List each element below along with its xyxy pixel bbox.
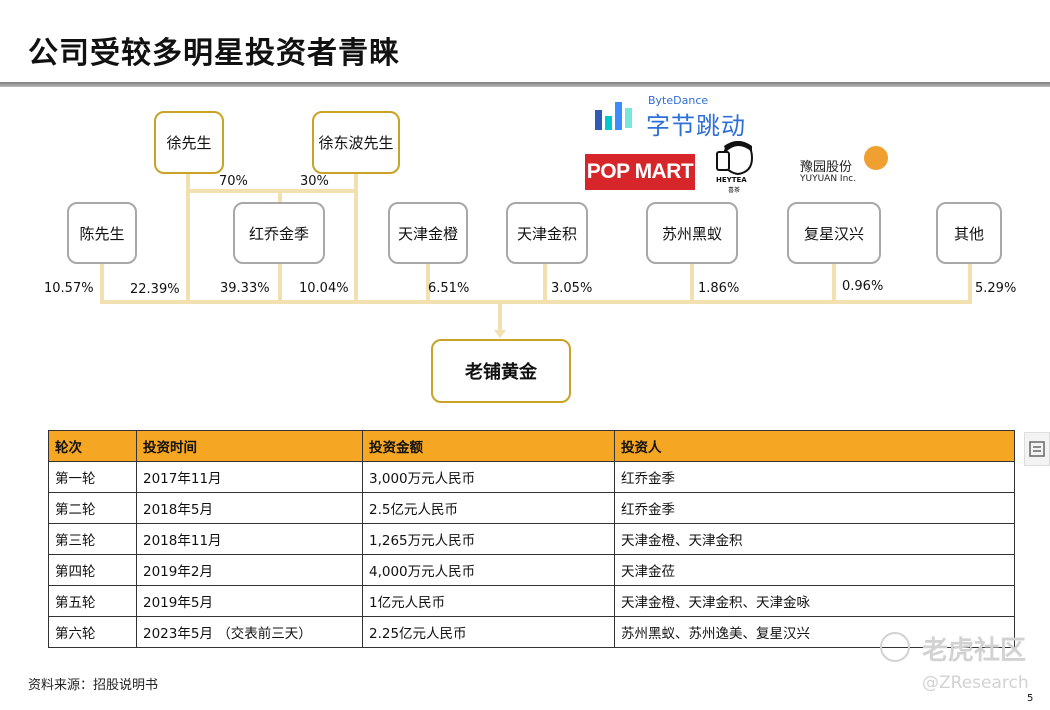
connector-line	[186, 189, 358, 193]
pct-hongqiao: 39.33%	[220, 281, 270, 296]
investment-rounds-table: 轮次 投资时间 投资金额 投资人 第一轮 2017年11月 3,000万元人民币…	[48, 430, 1015, 648]
investor-box-tianjin-jinji: 天津金积	[506, 202, 588, 264]
connector-line	[278, 189, 282, 203]
bytedance-cn-label: 字节跳动	[646, 112, 746, 140]
connector-line	[354, 172, 358, 304]
cell-investors: 红乔金季	[614, 492, 1015, 524]
col-header-investors: 投资人	[614, 430, 1015, 462]
cell-round: 第四轮	[48, 554, 137, 586]
connector-line	[690, 262, 694, 304]
pct-suzhou-heiyi: 1.86%	[698, 281, 740, 296]
cell-round: 第一轮	[48, 461, 137, 493]
target-company-box: 老铺黄金	[431, 339, 571, 403]
col-header-date: 投资时间	[136, 430, 363, 462]
bytedance-logo: ByteDance 字节跳动	[594, 94, 764, 140]
investor-box-other: 其他	[936, 202, 1002, 264]
yuyuan-cn-label: 豫园股份	[800, 160, 853, 175]
pct-tianjin-jincheng: 6.51%	[428, 281, 470, 296]
cell-investors: 红乔金季	[614, 461, 1015, 493]
cell-date: 2017年11月	[136, 461, 363, 493]
investor-box-hongqiao: 红乔金季	[233, 202, 325, 264]
source-note: 资料来源：招股说明书	[28, 678, 159, 693]
connector-line	[278, 262, 282, 304]
investor-box-xu-dongbo: 徐东波先生	[312, 111, 400, 174]
popmart-logo: POP MART	[585, 154, 695, 190]
investor-box-suzhou-heiyi: 苏州黑蚁	[646, 202, 738, 264]
bytedance-icon	[595, 102, 632, 130]
col-header-round: 轮次	[48, 430, 137, 462]
page-title: 公司受较多明星投资者青睐	[28, 36, 400, 71]
table-row: 第四轮 2019年2月 4,000万元人民币 天津金莅	[48, 554, 1015, 586]
cell-amount: 3,000万元人民币	[362, 461, 615, 493]
scan-glyph	[1029, 441, 1045, 457]
cell-round: 第三轮	[48, 523, 137, 555]
pct-xudongbo-direct: 10.04%	[299, 281, 349, 296]
cell-date: 2018年5月	[136, 492, 363, 524]
table-header-row: 轮次 投资时间 投资金额 投资人	[48, 430, 1015, 462]
table-row: 第三轮 2018年11月 1,265万元人民币 天津金橙、天津金积	[48, 523, 1015, 555]
cell-investors: 苏州黑蚁、苏州逸美、复星汉兴	[614, 616, 1015, 648]
connector-line	[543, 262, 547, 304]
arrow-down-icon	[494, 330, 506, 338]
cell-amount: 1,265万元人民币	[362, 523, 615, 555]
cell-investors: 天津金橙、天津金积、天津金咏	[614, 585, 1015, 617]
watermark-brand: 老虎社区	[922, 636, 1027, 666]
connector-line	[968, 262, 972, 304]
cell-round: 第六轮	[48, 616, 137, 648]
table-row: 第一轮 2017年11月 3,000万元人民币 红乔金季	[48, 461, 1015, 493]
investor-box-tianjin-jincheng: 天津金橙	[388, 202, 468, 264]
watermark-handle: @ZResearch	[922, 673, 1029, 693]
connector-line	[100, 262, 104, 304]
investor-box-chen: 陈先生	[67, 202, 137, 264]
heytea-logo: HEYTEA 喜茶	[712, 138, 760, 194]
cell-date: 2018年11月	[136, 523, 363, 555]
title-divider	[0, 82, 1050, 87]
connector-line	[498, 304, 502, 332]
pct-tianjin-jinji: 3.05%	[551, 281, 593, 296]
table-row: 第六轮 2023年5月 （交表前三天） 2.25亿元人民币 苏州黑蚁、苏州逸美、…	[48, 616, 1015, 648]
yuyuan-en-label: YUYUAN Inc.	[800, 174, 857, 184]
cell-amount: 1亿元人民币	[362, 585, 615, 617]
table-row: 第二轮 2018年5月 2.5亿元人民币 红乔金季	[48, 492, 1015, 524]
investor-box-xu: 徐先生	[154, 111, 224, 174]
heytea-en-label: HEYTEA	[716, 176, 747, 184]
cell-investors: 天津金橙、天津金积	[614, 523, 1015, 555]
connector-line	[186, 172, 190, 304]
cell-round: 第五轮	[48, 585, 137, 617]
cell-amount: 4,000万元人民币	[362, 554, 615, 586]
table-row: 第五轮 2019年5月 1亿元人民币 天津金橙、天津金积、天津金咏	[48, 585, 1015, 617]
cell-round: 第二轮	[48, 492, 137, 524]
cell-date: 2019年2月	[136, 554, 363, 586]
heytea-cn-label: 喜茶	[728, 187, 741, 194]
cell-amount: 2.25亿元人民币	[362, 616, 615, 648]
pct-xudongbo-to-hongqiao: 30%	[300, 174, 329, 189]
cell-date: 2023年5月 （交表前三天）	[136, 616, 363, 648]
col-header-amount: 投资金额	[362, 430, 615, 462]
cell-investors: 天津金莅	[614, 554, 1015, 586]
heytea-icon	[716, 140, 754, 176]
investor-box-fuxing: 复星汉兴	[787, 202, 881, 264]
yuyuan-emblem-icon	[864, 146, 888, 170]
pct-chen: 10.57%	[44, 281, 94, 296]
connector-line	[100, 300, 972, 304]
cell-amount: 2.5亿元人民币	[362, 492, 615, 524]
pct-xu-to-hongqiao: 70%	[219, 174, 248, 189]
cell-date: 2019年5月	[136, 585, 363, 617]
yuyuan-logo: 豫园股份 YUYUAN Inc.	[800, 146, 895, 186]
watermark-logo-icon	[880, 632, 910, 662]
pct-fuxing: 0.96%	[842, 279, 884, 294]
pct-xu-direct: 22.39%	[130, 282, 180, 297]
connector-line	[832, 262, 836, 304]
scan-icon[interactable]	[1024, 432, 1050, 466]
connector-line	[426, 262, 430, 304]
page-number: 5	[1027, 693, 1034, 704]
pct-other: 5.29%	[975, 281, 1017, 296]
bytedance-en-label: ByteDance	[648, 94, 709, 107]
